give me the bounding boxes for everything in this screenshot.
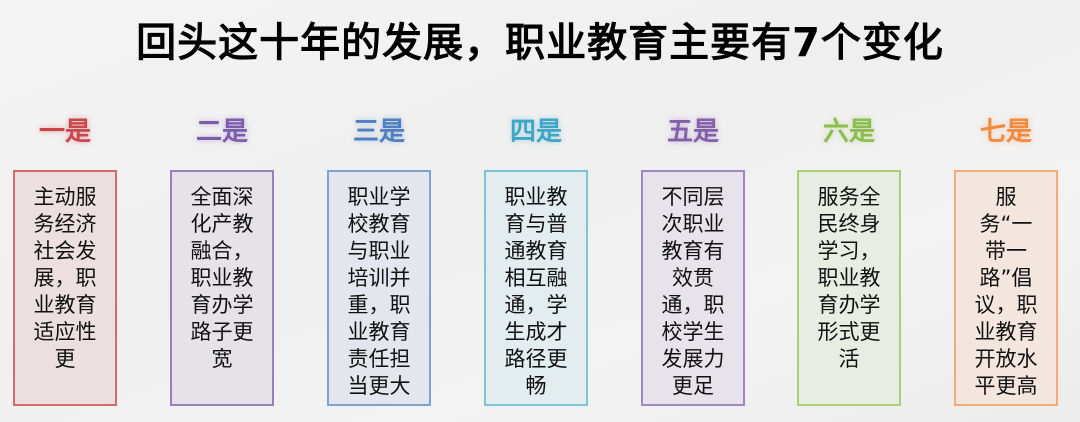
- item-box: 服务全民终身学习，职业教育办学形式更活: [797, 170, 901, 406]
- item-text: 服务“一带一路”倡议，职业教育开放水平更高: [974, 185, 1038, 398]
- item-text: 职业学校教育与职业培训并重，职业教育责任担当更大: [347, 185, 411, 398]
- item-label: 六是: [822, 117, 875, 147]
- change-item-5: 五是 不同层次职业教育有效贯通，职校学生发展力更足: [641, 110, 745, 406]
- item-box: 主动服务经济社会发展，职业教育适应性更: [13, 170, 117, 406]
- item-text: 服务全民终身学习，职业教育办学形式更活: [817, 185, 881, 371]
- item-box: 全面深化产教融合，职业教育办学路子更宽: [170, 170, 274, 406]
- item-box: 服务“一带一路”倡议，职业教育开放水平更高: [954, 170, 1058, 406]
- item-label: 五是: [666, 117, 719, 147]
- item-label: 三是: [352, 117, 405, 147]
- change-item-4: 四是 职业教育与普通教育相互融通，学生成才路径更畅: [484, 110, 588, 406]
- item-text: 全面深化产教融合，职业教育办学路子更宽: [190, 185, 254, 371]
- item-box: 不同层次职业教育有效贯通，职校学生发展力更足: [641, 170, 745, 406]
- item-text: 职业教育与普通教育相互融通，学生成才路径更畅: [504, 185, 568, 398]
- item-label: 二是: [195, 117, 248, 147]
- item-text: 不同层次职业教育有效贯通，职校学生发展力更足: [661, 185, 725, 398]
- change-item-6: 六是 服务全民终身学习，职业教育办学形式更活: [797, 110, 901, 406]
- change-item-7: 七是 服务“一带一路”倡议，职业教育开放水平更高: [954, 110, 1058, 406]
- change-item-2: 二是 全面深化产教融合，职业教育办学路子更宽: [170, 110, 274, 406]
- item-box: 职业学校教育与职业培训并重，职业教育责任担当更大: [327, 170, 431, 406]
- change-item-1: 一是 主动服务经济社会发展，职业教育适应性更: [13, 110, 117, 406]
- item-text: 主动服务经济社会发展，职业教育适应性更: [33, 185, 97, 371]
- item-label: 四是: [509, 117, 562, 147]
- item-label: 七是: [979, 117, 1032, 147]
- item-box: 职业教育与普通教育相互融通，学生成才路径更畅: [484, 170, 588, 406]
- change-item-3: 三是 职业学校教育与职业培训并重，职业教育责任担当更大: [327, 110, 431, 406]
- item-label: 一是: [38, 117, 91, 147]
- page-title: 回头这十年的发展，职业教育主要有7个变化: [136, 20, 944, 66]
